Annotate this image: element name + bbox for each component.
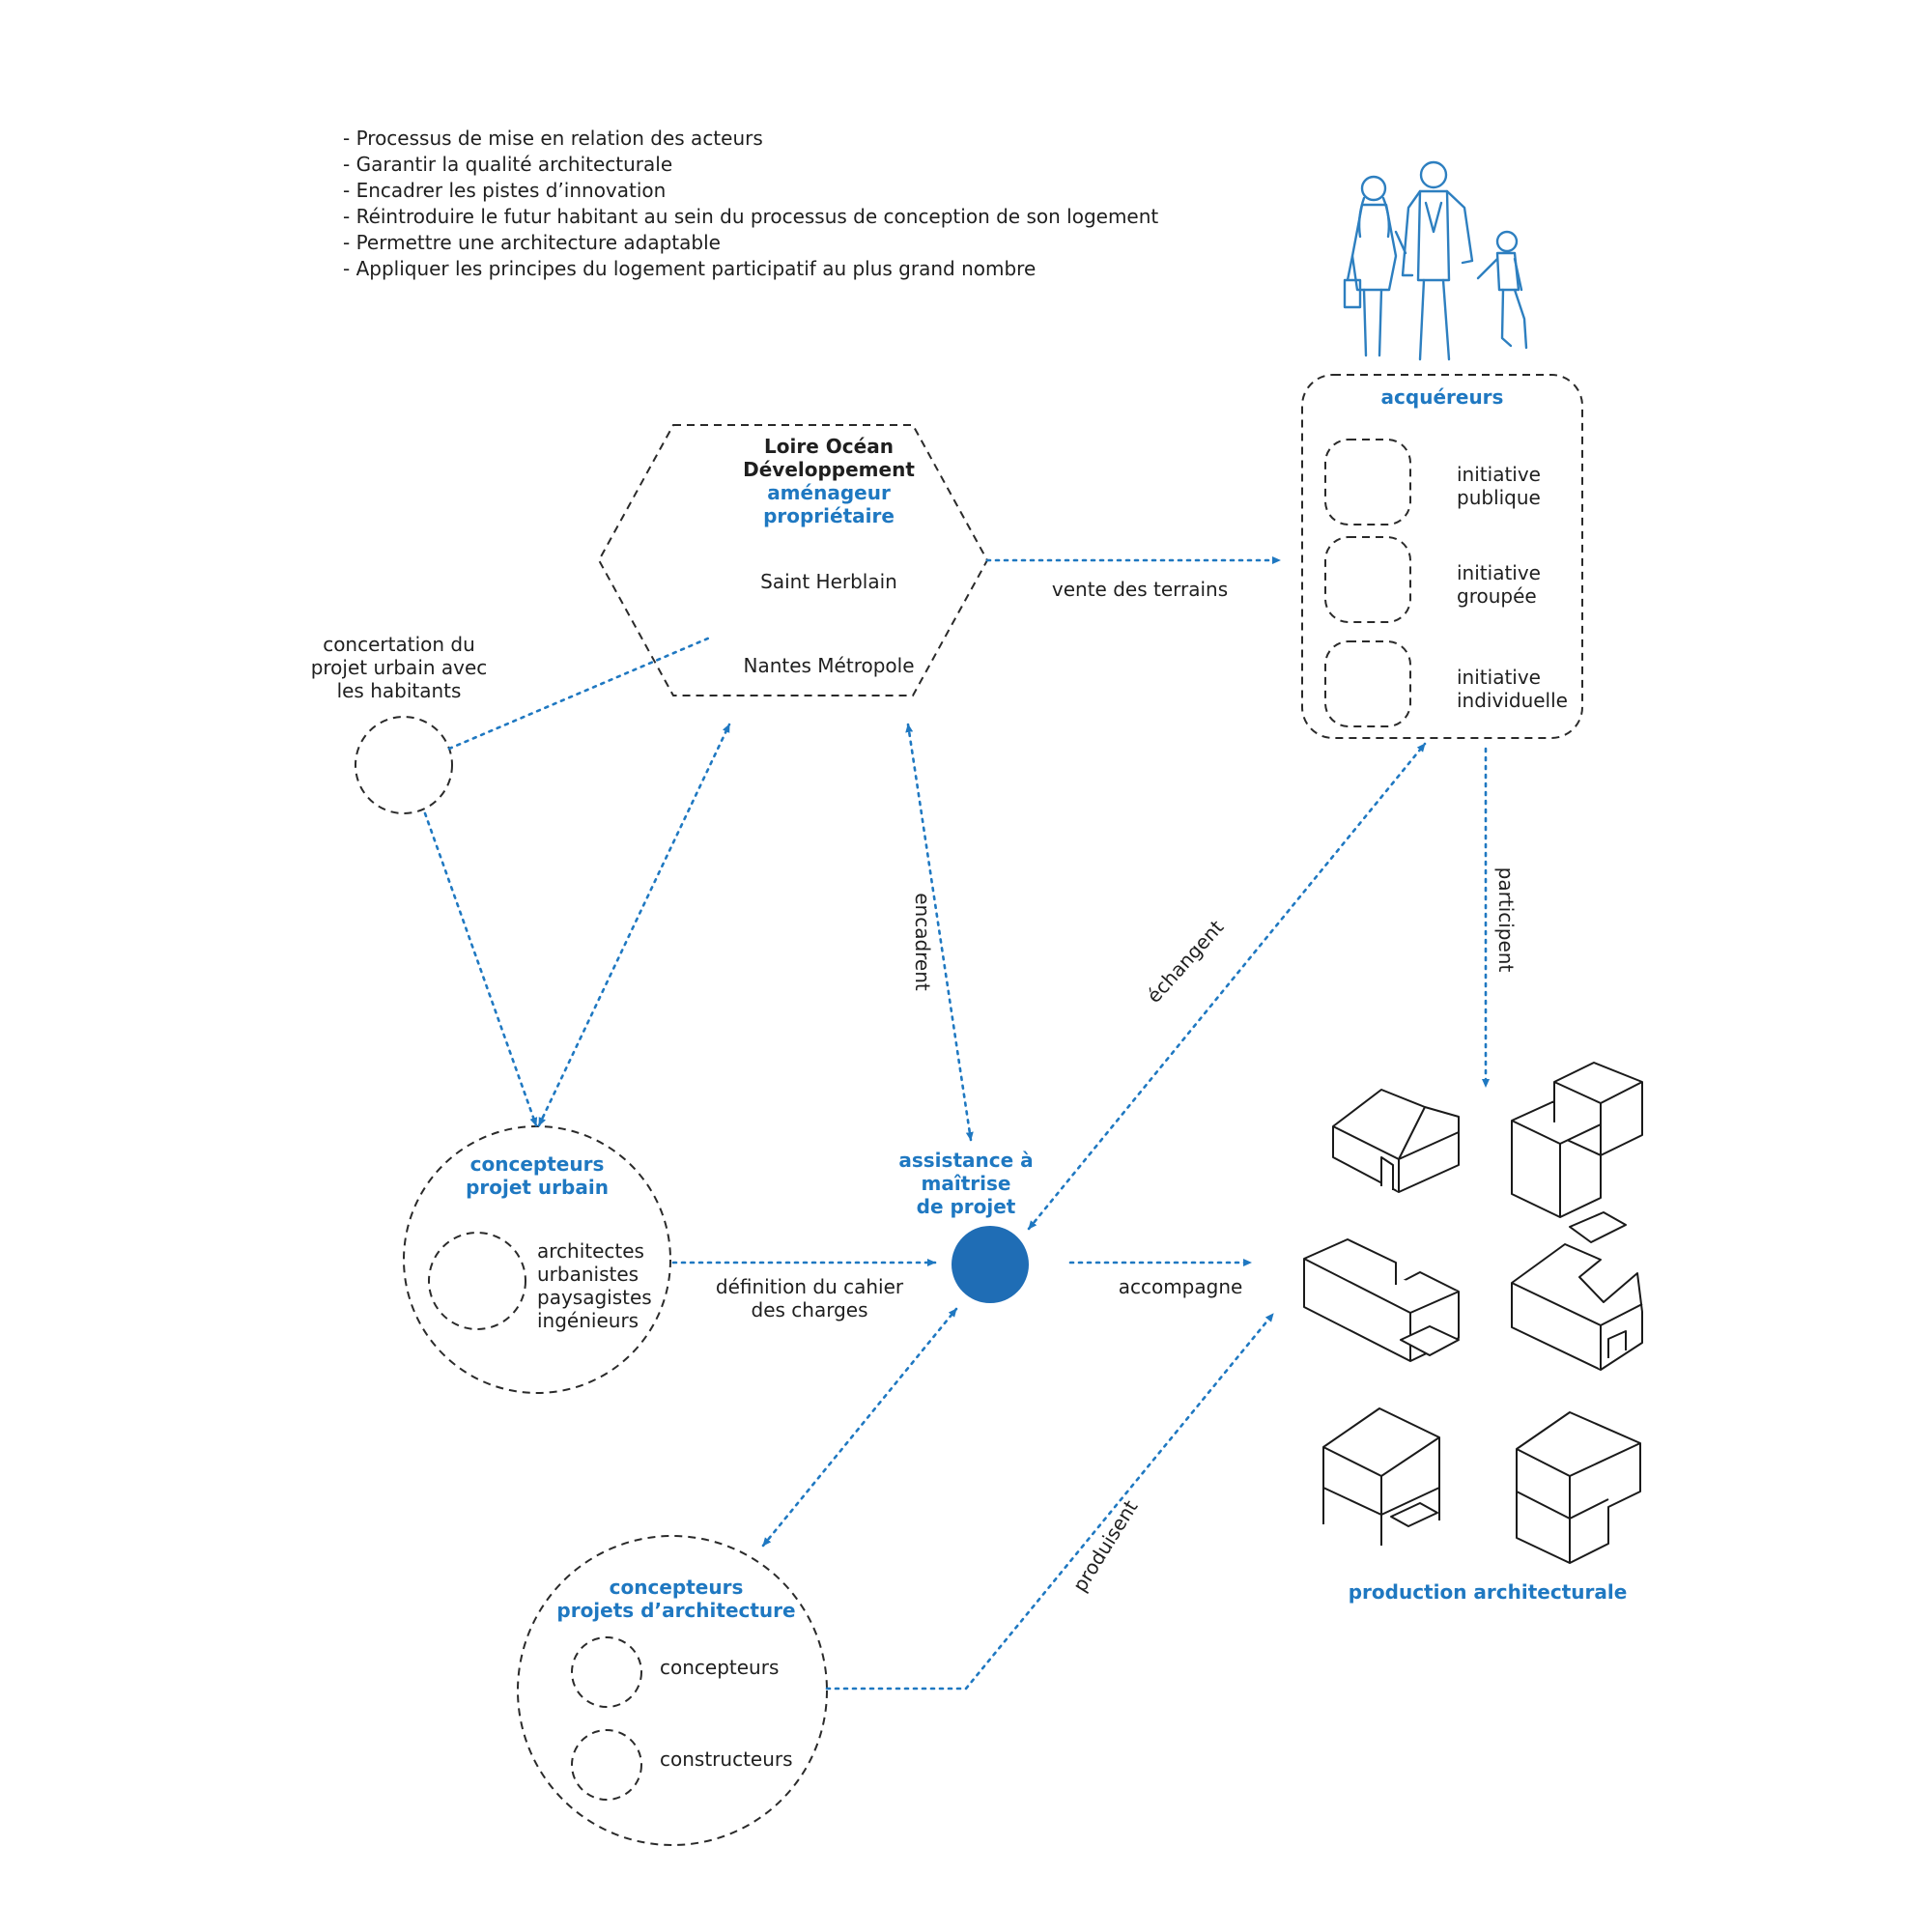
amo-dot	[952, 1226, 1029, 1303]
concertation-label: les habitants	[337, 679, 462, 702]
initiative-label: initiative	[1457, 463, 1541, 486]
concertation-node: concertation du projet urbain avec les h…	[311, 633, 488, 814]
urbain-member: paysagistes	[537, 1286, 652, 1309]
archi-title: projets d’architecture	[556, 1599, 795, 1622]
objectives-list: - Processus de mise en relation des acte…	[343, 127, 1158, 280]
link-produisent	[825, 1312, 1275, 1690]
family-illustration-icon	[1343, 160, 1528, 361]
label-definition: des charges	[752, 1298, 868, 1321]
amo-label: de projet	[917, 1195, 1016, 1218]
hexagon-member: Saint Herblain	[760, 570, 897, 593]
urbain-member: ingénieurs	[537, 1309, 639, 1332]
label-definition: définition du cahier	[716, 1275, 904, 1298]
concertation-label: concertation du	[323, 633, 475, 656]
objective-item: - Garantir la qualité architecturale	[343, 153, 672, 176]
link-urbain-hexagon	[537, 723, 731, 1127]
amenageur-hexagon: Loire Océan Développement aménageur prop…	[597, 424, 989, 696]
concepteurs-archi-circle: concepteurs projets d’architecture conce…	[517, 1535, 828, 1846]
initiative-label: individuelle	[1457, 689, 1568, 712]
hexagon-role: aménageur	[767, 481, 891, 504]
hexagon-title: Développement	[743, 458, 915, 481]
acquereurs-box: acquéreurs initiative publique initiativ…	[1301, 374, 1583, 739]
link-concertation-urbain	[423, 811, 538, 1127]
label-produisent: produisent	[1068, 1495, 1143, 1595]
label-participent: participent	[1494, 867, 1518, 973]
flow-links	[423, 556, 1490, 1690]
label-vente: vente des terrains	[1052, 578, 1228, 601]
link-echangent	[1027, 742, 1427, 1231]
urbain-title: concepteurs	[470, 1152, 605, 1176]
hexagon-role: propriétaire	[763, 504, 895, 527]
urbain-member: architectes	[537, 1239, 644, 1263]
initiative-label: initiative	[1457, 561, 1541, 584]
concertation-label: projet urbain avec	[311, 656, 488, 679]
hexagon-title: Loire Océan	[764, 435, 894, 458]
archi-member: concepteurs	[660, 1656, 779, 1679]
amo-label: assistance à	[898, 1149, 1033, 1172]
label-encadrent: encadrent	[911, 893, 934, 991]
objective-item: - Permettre une architecture adaptable	[343, 231, 721, 254]
archi-title: concepteurs	[610, 1576, 744, 1599]
urbain-member: urbanistes	[537, 1263, 639, 1286]
initiative-label: initiative	[1457, 666, 1541, 689]
initiative-label: groupée	[1457, 584, 1537, 608]
label-echangent: échangent	[1142, 916, 1228, 1008]
acquereurs-title: acquéreurs	[1381, 385, 1504, 409]
production-title: production architecturale	[1349, 1580, 1628, 1604]
concepteurs-urbain-circle: concepteurs projet urbain architectes ur…	[403, 1125, 671, 1394]
objective-item: - Réintroduire le futur habitant au sein…	[343, 205, 1158, 228]
urbain-title: projet urbain	[466, 1176, 609, 1199]
link-amo-archi	[761, 1307, 958, 1548]
label-accompagne: accompagne	[1119, 1275, 1243, 1298]
objective-item: - Appliquer les principes du logement pa…	[343, 257, 1036, 280]
house-drawings-icon	[1303, 1062, 1643, 1564]
amo-node: assistance à maîtrise de projet	[898, 1149, 1034, 1303]
link-encadrent	[905, 723, 974, 1142]
objective-item: - Processus de mise en relation des acte…	[343, 127, 763, 150]
objective-item: - Encadrer les pistes d’innovation	[343, 179, 666, 202]
amo-label: maîtrise	[922, 1172, 1011, 1195]
archi-member: constructeurs	[660, 1747, 793, 1771]
hexagon-member: Nantes Métropole	[743, 654, 914, 677]
initiative-label: publique	[1457, 486, 1541, 509]
link-concertation-hexagon	[447, 636, 712, 751]
